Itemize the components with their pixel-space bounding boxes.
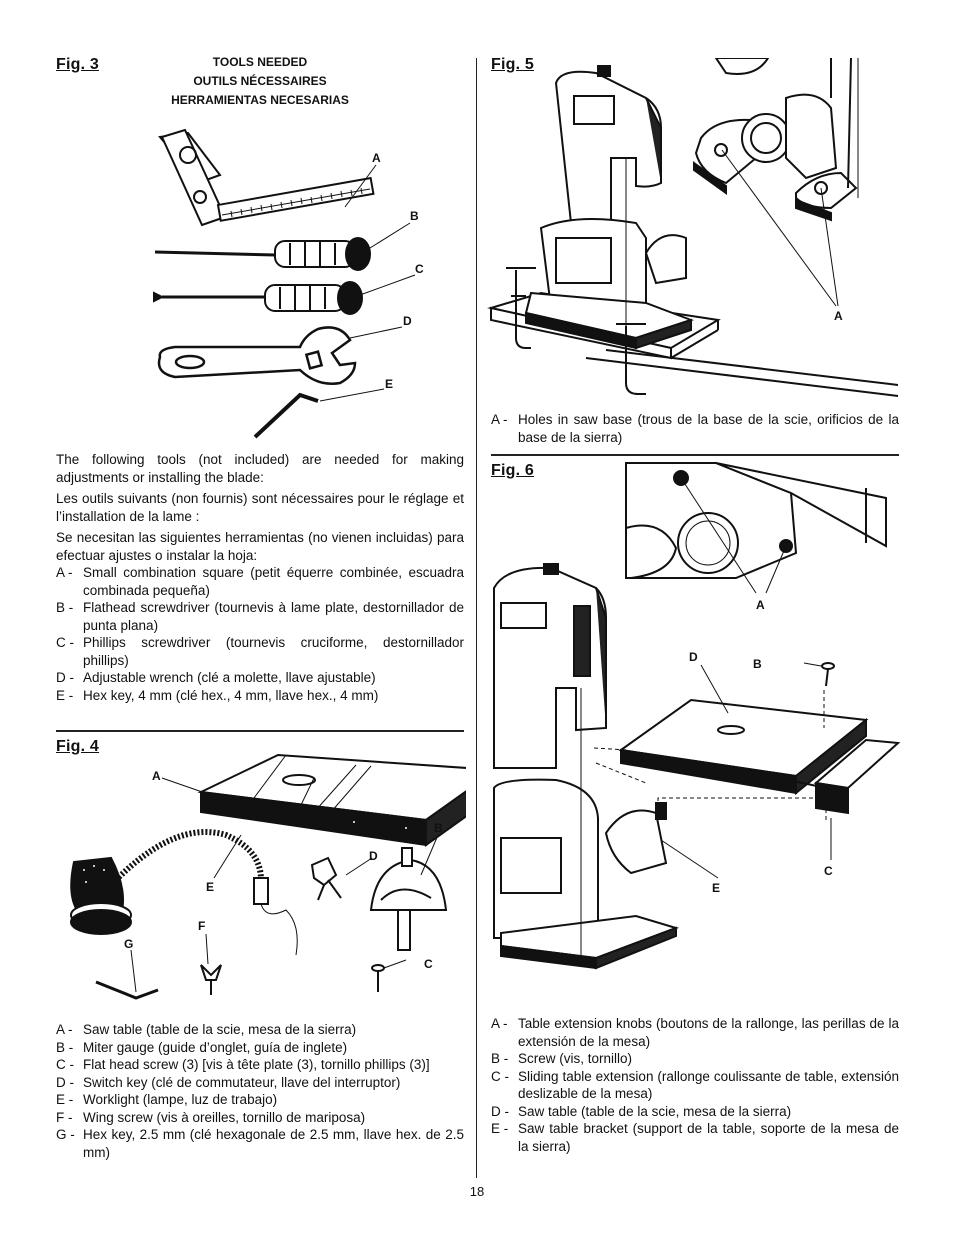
combination-square-icon xyxy=(158,128,375,227)
callout-d: D xyxy=(403,314,412,328)
miter-gauge-icon xyxy=(369,847,448,951)
callout-b: B xyxy=(434,821,443,835)
tools-needed-title: TOOLS NEEDED OUTILS NÉCESSAIRES HERRAMIE… xyxy=(160,53,360,110)
list-item: E -Worklight (lampe, luz de trabajo) xyxy=(56,1092,278,1107)
fig6-label: Fig. 6 xyxy=(491,462,534,479)
callout-e: E xyxy=(206,880,214,894)
hex-key-icon xyxy=(95,980,159,1000)
flathead-screwdriver-icon xyxy=(154,237,371,271)
section-rule xyxy=(491,454,899,456)
intro-en: The following tools (not included) are n… xyxy=(56,452,464,485)
fig5-callouts xyxy=(721,149,839,307)
fig6-illustration: A B C D E xyxy=(493,462,901,970)
list-item: D -Saw table (table de la scie, mesa de … xyxy=(491,1103,792,1119)
list-item: A -Saw table (table de la scie, mesa de … xyxy=(56,1022,357,1037)
fig5-label: Fig. 5 xyxy=(491,56,534,73)
intro-fr: Les outils suivants (non fournis) sont n… xyxy=(56,491,464,524)
callout-e: E xyxy=(712,881,720,895)
callout-b: B xyxy=(753,657,762,671)
phillips-screwdriver-icon xyxy=(153,281,363,315)
list-item: E -Saw table bracket (support de la tabl… xyxy=(491,1121,899,1154)
fig4-contents-illustration: A B C D E F G xyxy=(70,753,466,1000)
tools-title-en: TOOLS NEEDED xyxy=(212,55,308,69)
list-item: C -Phillips screwdriver (tournevis cruci… xyxy=(56,635,464,668)
list-item: D -Switch key (clé de commutateur, llave… xyxy=(56,1074,401,1090)
callout-a: A xyxy=(372,151,381,165)
table-bracket-icon xyxy=(604,802,668,875)
fig3-label: Fig. 3 xyxy=(56,56,99,73)
callout-g: G xyxy=(124,937,133,951)
flat-head-screw-icon xyxy=(371,964,385,992)
callout-e: E xyxy=(385,377,393,391)
fig3-tools-illustration: A B C D E xyxy=(153,128,424,439)
worklight-icon xyxy=(70,829,298,956)
fig5-illustration: A xyxy=(487,58,899,397)
callout-c: C xyxy=(424,957,433,971)
band-saw-icon xyxy=(493,563,680,970)
sliding-extension-icon xyxy=(760,738,901,815)
callout-f: F xyxy=(198,919,205,933)
list-item: F -Wing screw (vis à oreilles, tornillo … xyxy=(56,1109,366,1125)
list-item: A -Small combination square (petit équer… xyxy=(56,565,464,598)
fig3-text: The following tools (not included) are n… xyxy=(56,451,464,704)
screw-icon xyxy=(821,662,835,687)
fig4-callouts xyxy=(130,777,439,993)
callout-a: A xyxy=(152,769,161,783)
tools-title-es: HERRAMIENTAS NECESARIAS xyxy=(171,93,349,107)
wing-screw-icon xyxy=(200,964,222,995)
alignment-guides xyxy=(593,690,827,820)
section-rule xyxy=(56,730,464,732)
list-item: A -Table extension knobs (boutons de la … xyxy=(491,1016,899,1049)
list-item: B -Miter gauge (guide d’onglet, guía de … xyxy=(56,1039,348,1055)
callout-d: D xyxy=(689,650,698,664)
intro-es: Se necesitan las siguientes herramientas… xyxy=(56,530,464,563)
fig5-list: A -Holes in saw base (trous de la base d… xyxy=(491,411,899,446)
band-saw-icon xyxy=(524,65,695,350)
fig3-list: A -Small combination square (petit équer… xyxy=(56,564,464,704)
fig4-list: A -Saw table (table de la scie, mesa de … xyxy=(56,1021,464,1161)
fig6-list: A -Table extension knobs (boutons de la … xyxy=(491,1015,899,1155)
callout-a: A xyxy=(756,598,765,612)
page-number: 18 xyxy=(469,1184,485,1199)
callout-c: C xyxy=(415,262,424,276)
saw-table-icon xyxy=(618,698,869,796)
callout-b: B xyxy=(410,209,419,223)
callout-a: A xyxy=(834,309,843,323)
hex-key-icon xyxy=(253,392,319,439)
switch-key-icon xyxy=(310,856,342,901)
list-item: G -Hex key, 2.5 mm (clé hexagonale de 2.… xyxy=(56,1127,464,1160)
list-item: E -Hex key, 4 mm (clé hex., 4 mm, llave … xyxy=(56,687,379,703)
adjustable-wrench-icon xyxy=(157,326,357,385)
list-item: C -Flat head screw (3) [vis à tête plate… xyxy=(56,1057,430,1072)
list-item: B -Screw (vis, tornillo) xyxy=(491,1051,633,1066)
list-item: D -Adjustable wrench (clé a molette, lla… xyxy=(56,670,376,685)
callout-d: D xyxy=(369,849,378,863)
tools-title-fr: OUTILS NÉCESSAIRES xyxy=(193,74,327,88)
fig3-callouts xyxy=(319,164,416,402)
list-item: C -Sliding table extension (rallonge cou… xyxy=(491,1068,899,1102)
fig4-label: Fig. 4 xyxy=(56,738,99,755)
table-extension-inset xyxy=(625,462,887,579)
column-divider xyxy=(476,58,477,1178)
callout-c: C xyxy=(824,864,833,878)
clamp-icon xyxy=(506,267,646,395)
list-item: B -Flathead screwdriver (tournevis à lam… xyxy=(56,600,464,633)
saw-table-icon xyxy=(197,753,466,847)
list-item: A -Holes in saw base (trous de la base d… xyxy=(491,412,899,445)
fig6-callouts xyxy=(660,477,832,879)
saw-base-inset xyxy=(693,58,859,222)
